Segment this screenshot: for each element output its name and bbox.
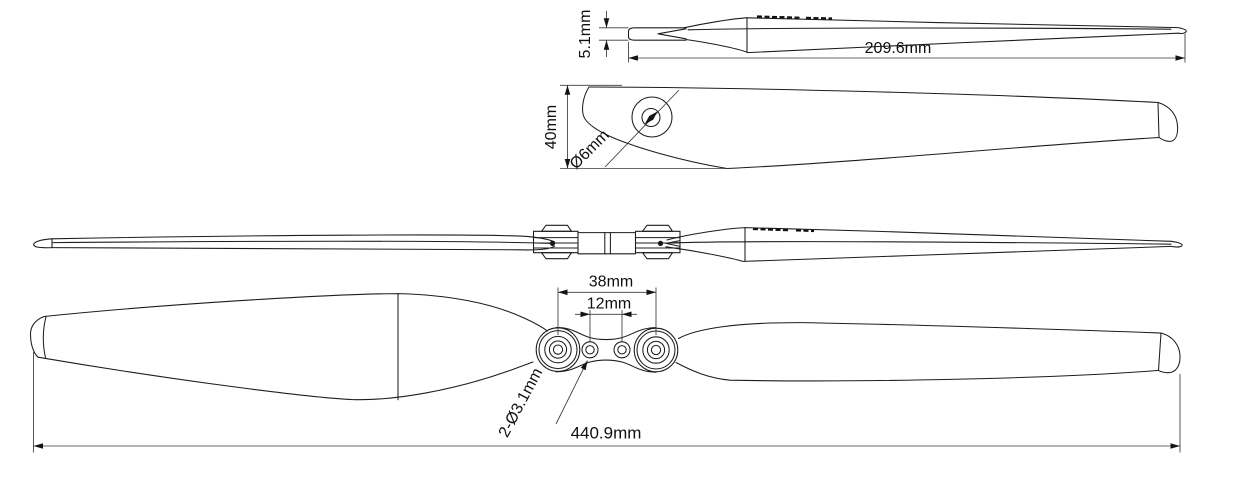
boss-ring-4 xyxy=(646,340,666,360)
right-clamp-bottom-cap xyxy=(641,252,674,260)
plan-left-bottom-edge xyxy=(37,356,534,401)
hub-center-seam-lines xyxy=(604,232,611,255)
left-clamp-layer-lines xyxy=(532,237,579,249)
right-blade-root-notch xyxy=(665,240,681,247)
boss-ring-4 xyxy=(548,340,568,359)
mount-spacing-label: 38mm xyxy=(589,274,633,291)
blade-root-block-outline xyxy=(627,27,687,41)
thickness-arrow-bottom xyxy=(603,40,610,50)
hub-hole-circle xyxy=(641,107,661,128)
right-pivot-bolt xyxy=(657,240,664,246)
overall-length-arrow-left xyxy=(33,443,43,449)
small-holes-leader-line xyxy=(555,360,588,425)
propeller-plan-view: 38mm 12mm 2-Ø3.1mm 440.9mm xyxy=(29,274,1181,453)
small-hole-left xyxy=(581,341,599,359)
width-arrow-top xyxy=(564,85,571,95)
small-hole-rim xyxy=(581,341,599,359)
blade-top-ridge xyxy=(683,17,748,29)
small-holes-label: 2-Ø3.1mm xyxy=(496,366,546,441)
blade-tip-curl xyxy=(1177,27,1187,34)
right-clamp-top-cap xyxy=(641,224,674,232)
mount-spacing-arrow-left xyxy=(558,289,568,296)
width-extension-lines xyxy=(560,84,727,169)
small-hole-bore xyxy=(585,345,595,355)
hole-spacing-extension-lines xyxy=(589,310,623,342)
hub-center-block xyxy=(577,232,637,255)
right-blade-surface-marking xyxy=(752,227,815,233)
width-dimension-label: 40mm xyxy=(543,105,560,149)
blade-bottom-edge xyxy=(685,32,1179,54)
blade-plan-tip-curve xyxy=(1157,101,1179,142)
mount-spacing-extension-lines xyxy=(557,287,657,335)
blade-side-view: 5.1mm 209.6mm xyxy=(577,10,1187,63)
propeller-folded-side-view xyxy=(33,224,1183,262)
right-blade-top-edge xyxy=(666,227,1172,242)
blade-plan-bottom-edge xyxy=(726,136,1160,170)
blade-top-edge xyxy=(746,17,1179,29)
hub-hole-leader-line xyxy=(604,89,680,168)
plan-right-chord-line xyxy=(1157,332,1162,371)
boss-hole xyxy=(552,344,564,355)
right-blade-leading-edge-line xyxy=(666,241,1172,245)
hub-bottom-wave xyxy=(555,359,657,373)
small-hole-right xyxy=(613,341,631,359)
right-blade-tip-curl xyxy=(1170,240,1183,248)
boss-ring-3 xyxy=(544,335,572,364)
mount-spacing-arrow-right xyxy=(646,289,656,296)
left-blade-bottom-edge xyxy=(51,245,556,251)
blade-surface-marking xyxy=(756,15,833,20)
blade-plan-view: Ø6mm 40mm xyxy=(543,84,1179,173)
plan-left-top-edge xyxy=(43,293,549,332)
overall-length-extension-lines xyxy=(33,352,1181,453)
left-blade-tip-curve xyxy=(33,238,53,249)
right-blade-bottom-edge xyxy=(665,245,1172,262)
plan-left-tip-inner xyxy=(42,316,47,359)
hole-spacing-label: 12mm xyxy=(587,296,631,313)
small-hole-rim xyxy=(613,341,631,359)
boss-hole xyxy=(650,344,662,356)
length-arrow-left xyxy=(628,55,638,61)
plan-left-tip-outer xyxy=(29,315,45,358)
hub-top-wave xyxy=(555,327,657,341)
left-pivot-bolt xyxy=(549,240,556,246)
overall-length-arrow-right xyxy=(1170,443,1180,449)
hub-boss-circle xyxy=(631,96,673,138)
plan-right-bottom-edge xyxy=(675,361,1160,382)
blade-plan-root-curve xyxy=(582,86,728,170)
left-clamp-bottom-cap xyxy=(540,252,573,260)
left-blade-mid-edge xyxy=(51,240,556,245)
boss-ring-3 xyxy=(642,336,670,364)
plan-right-top-edge xyxy=(677,322,1162,340)
left-clamp-top-cap xyxy=(540,224,573,232)
plan-right-tip-curve xyxy=(1157,332,1181,374)
length-arrow-right xyxy=(1175,55,1185,61)
blade-plan-top-edge xyxy=(588,86,1159,104)
thickness-extension-lines xyxy=(599,27,629,41)
overall-length-label: 440.9mm xyxy=(571,424,642,443)
small-hole-bore xyxy=(617,345,627,355)
blade-leading-edge-line xyxy=(687,27,1172,31)
thickness-dimension-label: 5.1mm xyxy=(577,10,594,59)
blade-root-notch xyxy=(657,28,687,40)
blade-plan-tip-chord xyxy=(1157,101,1160,139)
thickness-arrow-top xyxy=(603,18,610,28)
length-dimension-label: 209.6mm xyxy=(865,40,932,57)
